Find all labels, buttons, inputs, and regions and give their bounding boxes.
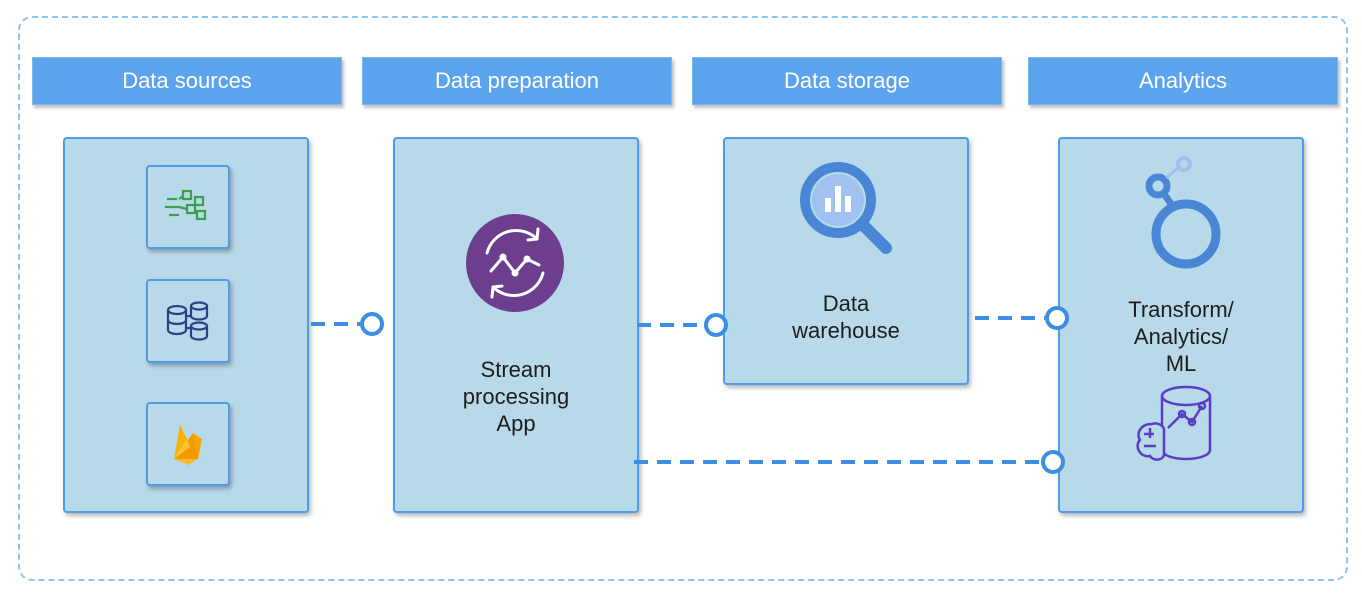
- stream-processing-icon: [466, 214, 564, 312]
- source-firebase-box: [146, 402, 230, 486]
- data-preparation-panel: [393, 137, 639, 513]
- source-database-box: [146, 279, 230, 363]
- stream-processing-label: Stream processing App: [462, 357, 570, 436]
- header-data-storage: Data storage: [692, 57, 1002, 105]
- header-data-sources: Data sources: [32, 57, 342, 105]
- data-storage-panel: [723, 137, 969, 385]
- header-data-preparation: Data preparation: [362, 57, 672, 105]
- connector-endpoint-storage: [704, 313, 728, 337]
- ml-database-icon: [1136, 385, 1212, 461]
- connector-endpoint-analytics-bottom: [1041, 450, 1065, 474]
- looker-icon: [1145, 156, 1221, 269]
- data-warehouse-label: Data warehouse: [792, 291, 900, 343]
- header-analytics: Analytics: [1028, 57, 1338, 105]
- bigquery-icon: [800, 162, 892, 254]
- analytics-panel: [1058, 137, 1304, 513]
- connector-endpoint-analytics-top: [1045, 306, 1069, 330]
- transform-analytics-ml-label: Transform/ Analytics/ ML: [1128, 297, 1234, 376]
- firebase-icon: [174, 425, 202, 465]
- streaming-data-icon: [165, 189, 207, 221]
- diagram-frame: [18, 16, 1348, 581]
- source-streaming-box: [146, 165, 230, 249]
- database-replication-icon: [166, 301, 209, 341]
- connector-endpoint-preparation: [360, 312, 384, 336]
